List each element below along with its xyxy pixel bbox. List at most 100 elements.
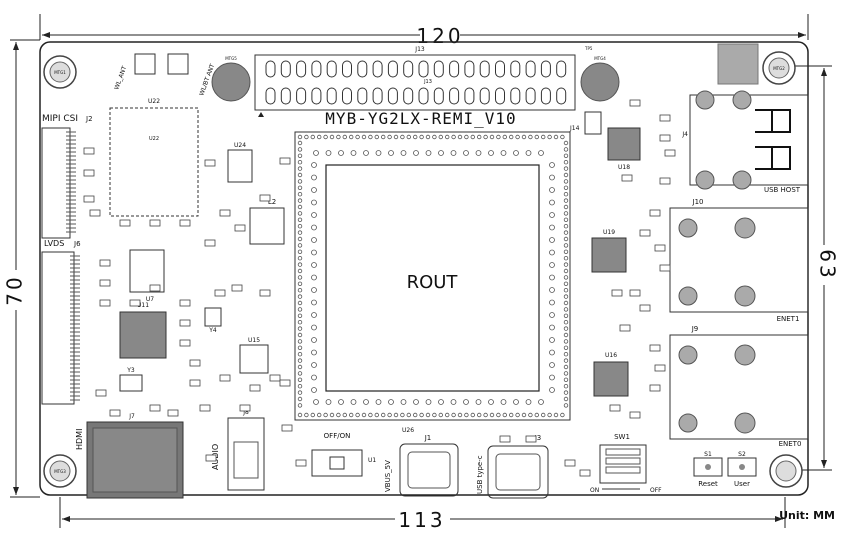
core-pad xyxy=(311,187,317,193)
passive-components xyxy=(83,99,676,477)
passive-pad xyxy=(249,384,261,392)
passive-pad xyxy=(499,435,511,443)
core-pad xyxy=(297,166,303,171)
j13-pin xyxy=(296,60,307,78)
reset-label: Reset xyxy=(698,480,718,488)
passive-pad xyxy=(654,244,666,252)
core-pad xyxy=(311,362,317,368)
core-pad xyxy=(388,150,394,156)
core-pad xyxy=(413,134,418,140)
core-pad xyxy=(563,249,569,254)
passive-pad xyxy=(629,411,641,419)
sw1-label: SW1 xyxy=(614,433,630,441)
core-pad xyxy=(549,362,555,368)
y4-crystal xyxy=(204,307,222,327)
core-pad xyxy=(297,243,303,248)
j13-pin xyxy=(556,60,567,78)
core-pad xyxy=(464,412,469,418)
core-pad xyxy=(400,399,407,405)
core-pad xyxy=(355,134,360,140)
core-pad xyxy=(563,294,569,299)
lvds-label: LVDS xyxy=(44,239,64,248)
ant-pad-2 xyxy=(167,53,189,75)
y3-label: Y3 xyxy=(126,367,135,374)
j9-label: J9 xyxy=(691,325,699,333)
core-pad xyxy=(311,162,317,168)
core-pad xyxy=(325,150,332,156)
core-pad xyxy=(477,134,482,140)
core-pad xyxy=(500,150,507,156)
j13-pin xyxy=(296,87,307,105)
core-pad xyxy=(361,134,367,140)
passive-pad xyxy=(611,289,623,297)
core-pad xyxy=(513,399,519,405)
u22-label: U22 xyxy=(148,98,160,105)
core-pad xyxy=(297,307,303,312)
core-pad xyxy=(304,134,309,140)
core-pad xyxy=(549,374,555,381)
passive-pad xyxy=(119,219,131,227)
j13-pin xyxy=(464,60,475,78)
passive-pad xyxy=(525,435,537,443)
core-pad xyxy=(350,399,357,405)
core-pad xyxy=(338,399,344,405)
core-pad xyxy=(563,371,569,376)
core-pad xyxy=(419,134,424,140)
core-pad xyxy=(563,288,569,293)
j8-audio-jack xyxy=(227,417,265,491)
core-pad xyxy=(400,412,405,418)
j1-usb-c-power xyxy=(399,443,459,497)
core-pad xyxy=(475,399,482,405)
passive-pad xyxy=(659,177,671,185)
core-pad xyxy=(496,134,501,140)
passive-pad xyxy=(649,384,661,392)
core-pad xyxy=(342,134,347,140)
dimension-lines xyxy=(10,14,832,528)
passive-pad xyxy=(99,259,111,267)
passive-pad xyxy=(279,157,291,165)
u15-label: U15 xyxy=(248,337,260,344)
passive-pad xyxy=(619,324,631,332)
j13-pin xyxy=(525,60,536,78)
core-pad xyxy=(547,134,552,140)
passive-pad xyxy=(89,209,101,217)
core-pad xyxy=(525,150,532,156)
core-pad xyxy=(297,236,303,242)
j10-enet1 xyxy=(669,207,809,313)
core-pad xyxy=(563,403,569,408)
core-pad xyxy=(515,134,520,140)
u18-chip xyxy=(607,127,641,161)
core-pad xyxy=(563,153,569,158)
j13-pin xyxy=(387,60,398,78)
core-pad xyxy=(310,412,315,418)
core-pad xyxy=(311,199,317,206)
usb-host-label: USB HOST xyxy=(764,186,801,194)
sw1-on-label: ON xyxy=(590,487,599,494)
core-pad xyxy=(311,224,317,231)
passive-pad xyxy=(99,279,111,287)
core-pad xyxy=(549,349,555,356)
core-pad xyxy=(297,140,303,146)
j13-pin xyxy=(342,87,352,105)
pin1-marker xyxy=(258,112,264,117)
core-pad xyxy=(297,223,303,229)
core-pad xyxy=(450,399,457,405)
core-pad xyxy=(451,412,456,418)
core-pad xyxy=(425,412,431,418)
u24-chip xyxy=(227,149,253,183)
passive-pad xyxy=(199,404,211,412)
core-pad xyxy=(363,150,369,156)
core-pad xyxy=(323,412,328,418)
passive-pad xyxy=(579,469,591,477)
core-pad xyxy=(381,412,386,418)
core-pad xyxy=(563,345,569,350)
core-pad xyxy=(509,134,514,140)
core-pad xyxy=(563,364,569,370)
core-pad xyxy=(563,275,569,280)
core-pad xyxy=(368,412,373,418)
dim-height-right: 63 xyxy=(816,249,840,280)
core-pad xyxy=(470,412,475,418)
core-pad xyxy=(387,412,392,418)
core-pad xyxy=(297,204,303,210)
core-pad xyxy=(553,412,559,418)
